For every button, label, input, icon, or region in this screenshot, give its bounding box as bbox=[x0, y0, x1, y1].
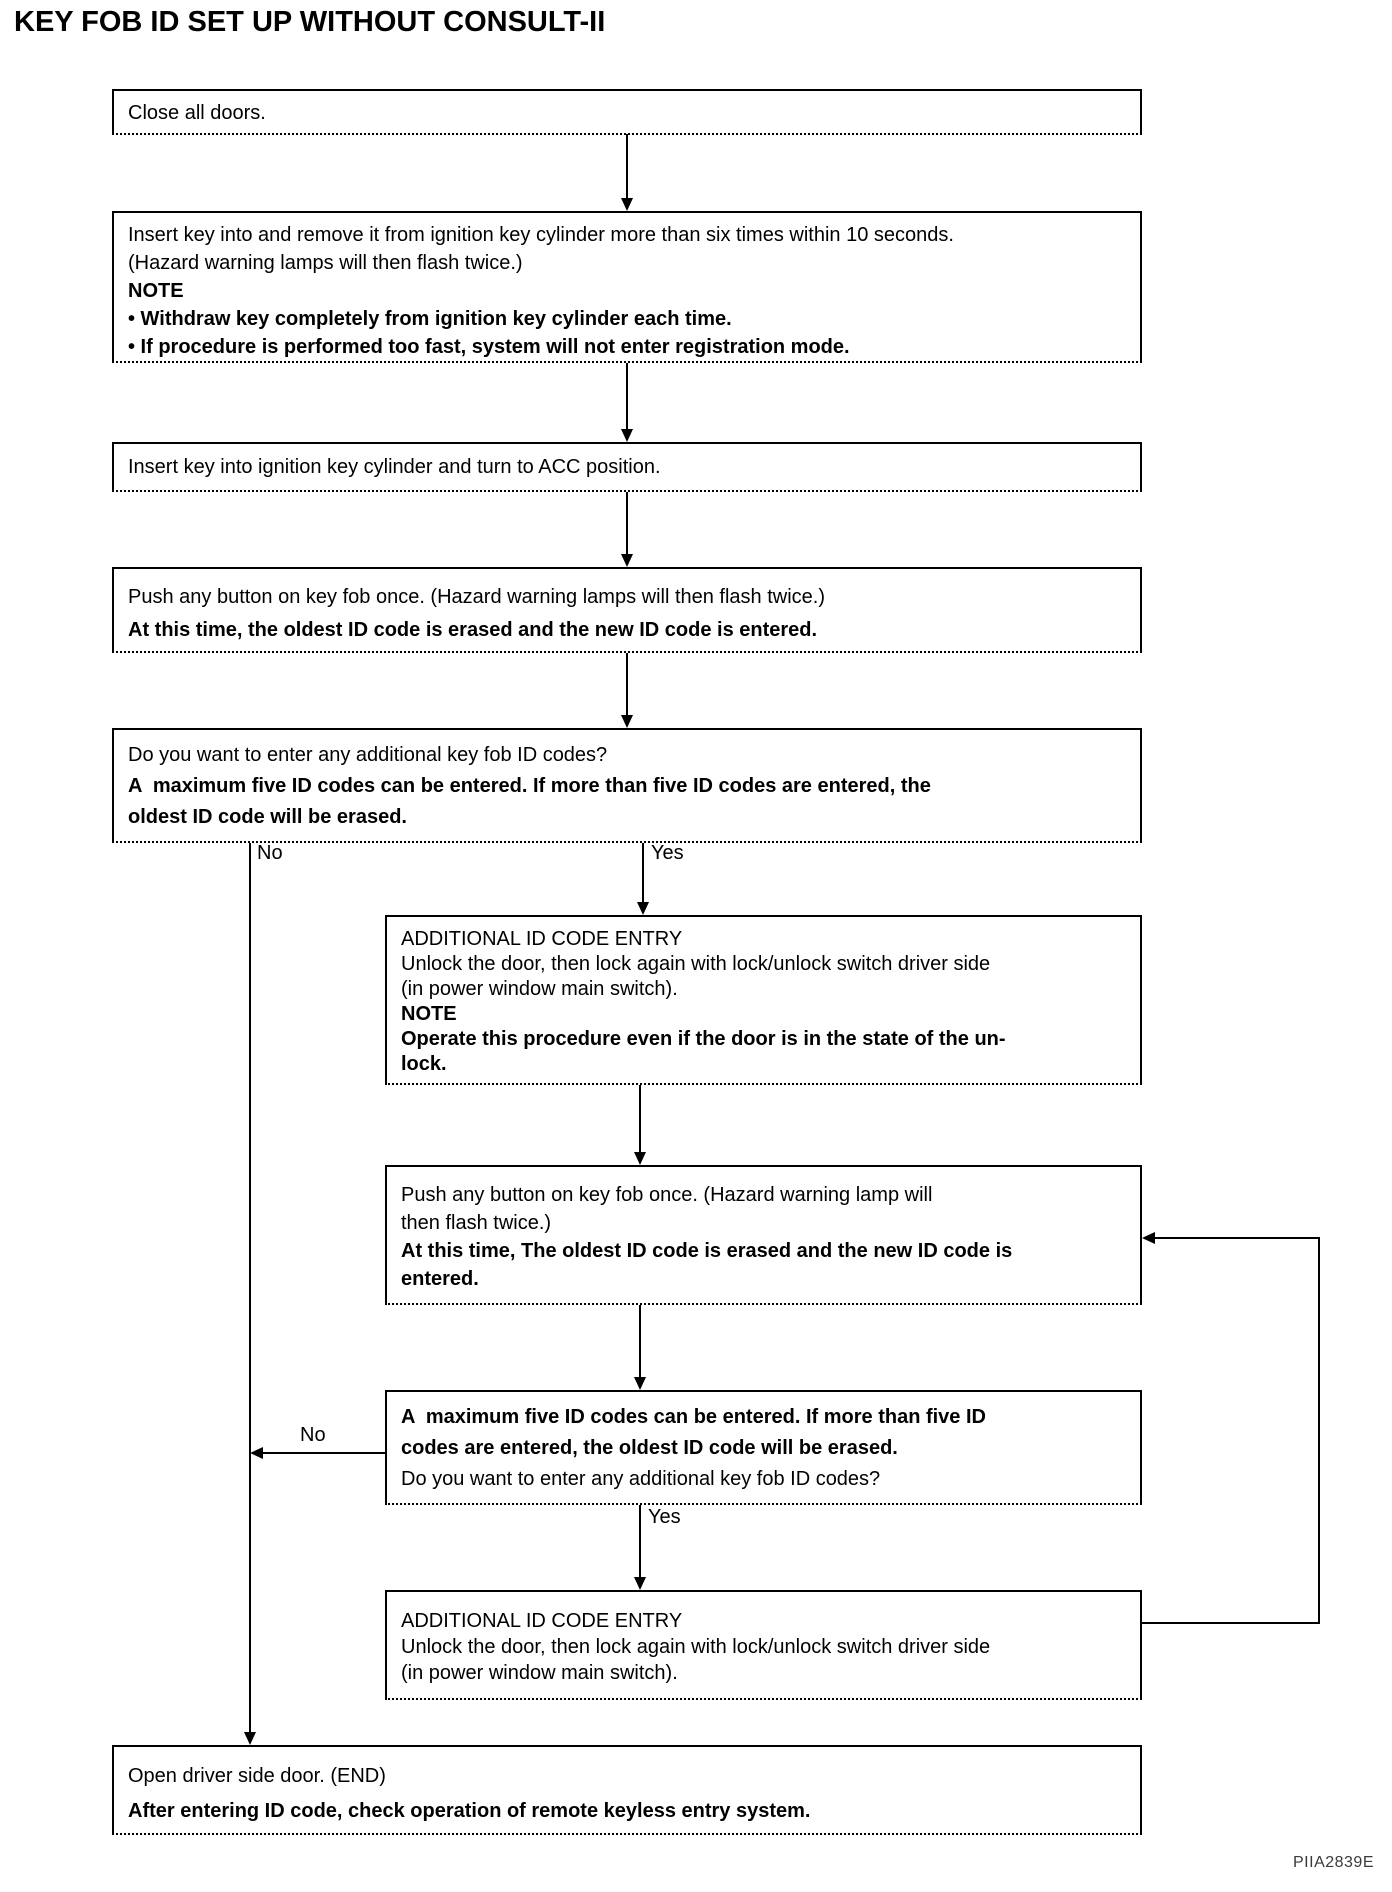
box-line: NOTE bbox=[401, 1003, 457, 1025]
arrowhead-down-icon bbox=[621, 715, 633, 728]
box-line: At this time, The oldest ID code is eras… bbox=[401, 1240, 1013, 1262]
box-line: (in power window main switch). bbox=[401, 1662, 678, 1684]
connector-loop-vertical bbox=[1318, 1238, 1320, 1624]
box-line: Insert key into and remove it from ignit… bbox=[128, 224, 954, 246]
box-line: ADDITIONAL ID CODE ENTRY bbox=[401, 928, 683, 950]
box-line: Operate this procedure even if the door … bbox=[401, 1028, 1006, 1050]
connector-yes-branch-2 bbox=[639, 1505, 641, 1577]
box-line: codes are entered, the oldest ID code wi… bbox=[401, 1437, 898, 1459]
connector-push-to-question bbox=[626, 653, 628, 715]
connector-acc-to-push bbox=[626, 492, 628, 554]
box-line: Open driver side door. (END) bbox=[128, 1765, 386, 1787]
branch-label-yes-1: Yes bbox=[651, 842, 684, 864]
box-line: At this time, the oldest ID code is eras… bbox=[128, 619, 818, 641]
connector-no-branch-1 bbox=[249, 843, 251, 1732]
flow-box-close-doors: Close all doors. bbox=[112, 89, 1142, 135]
flow-box-additional-question: Do you want to enter any additional key … bbox=[112, 728, 1142, 843]
flow-box-push-button-once: Push any button on key fob once. (Hazard… bbox=[112, 567, 1142, 653]
connector-loop-bottom bbox=[1142, 1622, 1320, 1624]
box-line: (in power window main switch). bbox=[401, 978, 678, 1000]
flow-box-insert-remove-key: Insert key into and remove it from ignit… bbox=[112, 211, 1142, 363]
box-line: Unlock the door, then lock again with lo… bbox=[401, 953, 991, 975]
box-line: • If procedure is performed too fast, sy… bbox=[128, 336, 850, 358]
flow-box-max-five-question: A maximum five ID codes can be entered. … bbox=[385, 1390, 1142, 1505]
arrowhead-down-icon bbox=[634, 1152, 646, 1165]
box-line: ADDITIONAL ID CODE ENTRY bbox=[401, 1610, 683, 1632]
flow-box-push-button-again: Push any button on key fob once. (Hazard… bbox=[385, 1165, 1142, 1305]
box-line: Close all doors. bbox=[128, 102, 266, 124]
connector-insert-to-acc bbox=[626, 363, 628, 429]
arrowhead-left-icon bbox=[250, 1447, 263, 1459]
box-line: Do you want to enter any additional key … bbox=[128, 744, 608, 766]
flow-box-additional-id-entry-2: ADDITIONAL ID CODE ENTRY Unlock the door… bbox=[385, 1590, 1142, 1700]
box-line: lock. bbox=[401, 1053, 447, 1075]
page-title: KEY FOB ID SET UP WITHOUT CONSULT-II bbox=[14, 6, 606, 38]
box-line: Push any button on key fob once. (Hazard… bbox=[128, 586, 826, 608]
flow-box-turn-acc: Insert key into ignition key cylinder an… bbox=[112, 442, 1142, 492]
box-line: Do you want to enter any additional key … bbox=[401, 1468, 881, 1490]
box-line: entered. bbox=[401, 1268, 479, 1290]
arrowhead-down-icon bbox=[634, 1577, 646, 1590]
arrowhead-left-icon bbox=[1142, 1232, 1155, 1244]
flow-box-open-door-end: Open driver side door. (END) After enter… bbox=[112, 1745, 1142, 1835]
branch-label-no-1: No bbox=[257, 842, 283, 864]
figure-code: PIIA2839E bbox=[1293, 1854, 1374, 1871]
branch-label-no-2: No bbox=[300, 1424, 326, 1446]
flow-box-additional-id-entry-1: ADDITIONAL ID CODE ENTRY Unlock the door… bbox=[385, 915, 1142, 1085]
arrowhead-down-icon bbox=[621, 554, 633, 567]
box-line: Insert key into ignition key cylinder an… bbox=[128, 456, 661, 478]
connector-entry1-to-push2 bbox=[639, 1085, 641, 1152]
connector-loop-top bbox=[1155, 1237, 1320, 1239]
box-line: then flash twice.) bbox=[401, 1212, 552, 1234]
box-line: A maximum five ID codes can be entered. … bbox=[401, 1406, 986, 1428]
arrowhead-down-icon bbox=[637, 902, 649, 915]
box-line: Unlock the door, then lock again with lo… bbox=[401, 1636, 991, 1658]
box-line: (Hazard warning lamps will then flash tw… bbox=[128, 252, 523, 274]
arrowhead-down-icon bbox=[621, 198, 633, 211]
arrowhead-down-icon bbox=[621, 429, 633, 442]
box-line: • Withdraw key completely from ignition … bbox=[128, 308, 732, 330]
box-line: oldest ID code will be erased. bbox=[128, 806, 407, 828]
connector-no-branch-2 bbox=[263, 1452, 385, 1454]
arrowhead-down-icon bbox=[244, 1732, 256, 1745]
connector-close-to-insert bbox=[626, 134, 628, 198]
box-line: Push any button on key fob once. (Hazard… bbox=[401, 1184, 933, 1206]
box-line: NOTE bbox=[128, 280, 184, 302]
connector-push2-to-maxfive bbox=[639, 1305, 641, 1377]
box-line: A maximum five ID codes can be entered. … bbox=[128, 775, 931, 797]
connector-yes-branch-1 bbox=[642, 843, 644, 902]
arrowhead-down-icon bbox=[634, 1377, 646, 1390]
box-line: After entering ID code, check operation … bbox=[128, 1800, 811, 1822]
branch-label-yes-2: Yes bbox=[648, 1506, 681, 1528]
